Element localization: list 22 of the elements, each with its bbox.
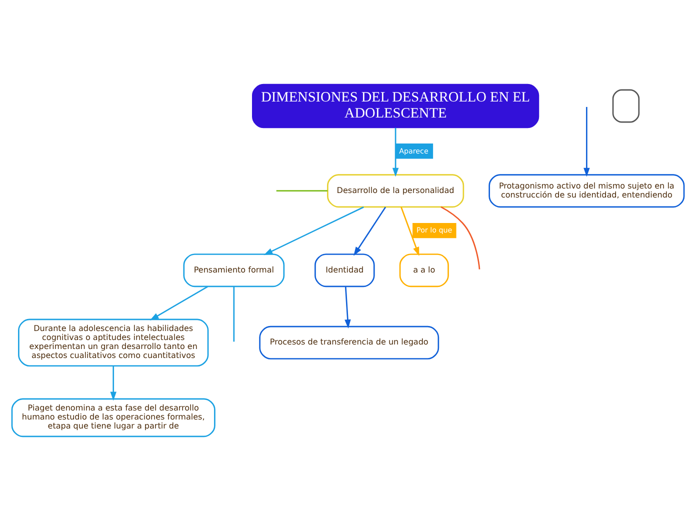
- node-box: Durante la adolescencia las habilidades cognitivas o aptitudes intelectuales experimentan un gran desarrollo tanto en aspectos cualitativos como cuantitativos: [18, 318, 209, 366]
- arrow: [584, 106, 590, 176]
- node-box: [612, 88, 640, 122]
- arrow: [354, 206, 386, 256]
- node-box: Identidad: [314, 253, 375, 287]
- arrow: [344, 286, 351, 328]
- arrow: [110, 365, 116, 400]
- node-box: DIMENSIONES DEL DESARROLLO EN EL ADOLESCENTE: [252, 83, 540, 128]
- node-box: a a lo: [399, 253, 449, 287]
- connector: [233, 286, 235, 342]
- arrow: [264, 206, 364, 255]
- arrow: [150, 285, 208, 320]
- node-box: Protagonismo activo del mismo sujeto en la construcción de su identidad, entendiendo: [488, 174, 685, 208]
- connector: [276, 190, 328, 192]
- edge-label: Aparece: [399, 146, 428, 155]
- edge-label: Por lo que: [416, 225, 452, 234]
- node-box: Procesos de transferencia de un legado: [259, 325, 440, 359]
- arrow: [400, 206, 420, 256]
- arrow: [392, 127, 399, 176]
- node-box: Desarrollo de la personalidad: [327, 174, 464, 208]
- node-box: Pensamiento formal: [183, 253, 285, 287]
- node-box: Piaget denomina a esta fase del desarrollo humano estudio de las operaciones formales, etapa que tiene lugar a partir de: [11, 398, 216, 437]
